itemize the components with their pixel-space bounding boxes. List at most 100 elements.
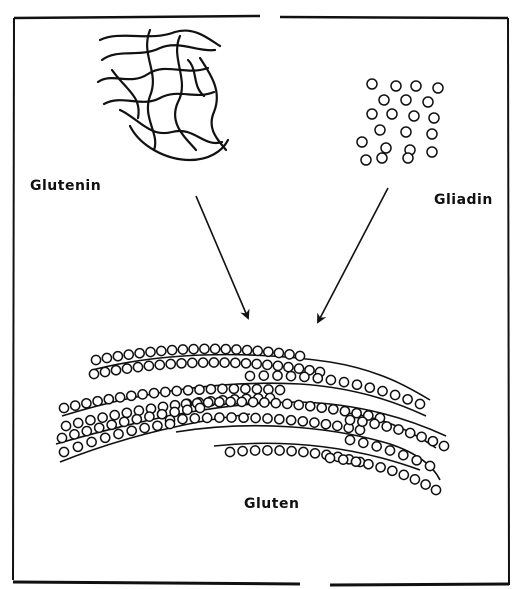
gluten-bead xyxy=(285,350,294,359)
gluten-bead xyxy=(391,390,400,399)
gluten-bead xyxy=(329,405,338,414)
gluten-bead xyxy=(239,413,248,422)
gluten-bead xyxy=(157,410,166,419)
gluten-bead xyxy=(178,345,187,354)
gluten-bead xyxy=(199,358,208,367)
gluten-bead xyxy=(251,413,260,422)
gluten-bead xyxy=(189,345,198,354)
gluten-bead xyxy=(274,348,283,357)
gluten-bead xyxy=(273,371,282,380)
gluten-bead xyxy=(71,401,80,410)
gluten-bead xyxy=(149,389,158,398)
glutenin-to-gluten-arrow xyxy=(196,196,248,318)
gluten-bead xyxy=(107,420,116,429)
gluten-bead xyxy=(241,384,250,393)
gluten-bead xyxy=(155,360,164,369)
gliadin-label: Gliadin xyxy=(434,192,493,208)
gluten-bead xyxy=(73,442,82,451)
gluten-bead xyxy=(410,475,419,484)
gluten-bead xyxy=(57,433,66,442)
gluten-bead xyxy=(388,466,397,475)
gluten-bead xyxy=(253,346,262,355)
gluten-bead xyxy=(406,428,415,437)
gluten-bead xyxy=(286,372,295,381)
gluten-bead xyxy=(287,447,296,456)
gluten-bead xyxy=(61,421,70,430)
gluten-bead xyxy=(221,345,230,354)
gluten-bead xyxy=(166,359,175,368)
gluten-bead xyxy=(87,437,96,446)
gluten-bead xyxy=(82,399,91,408)
gluten-bead xyxy=(135,349,144,358)
gluten-bead xyxy=(206,385,215,394)
gluten-bead xyxy=(275,415,284,424)
gluten-bead xyxy=(263,414,272,423)
glutenin-strands-illustration xyxy=(98,30,228,160)
gluten-bead xyxy=(382,422,391,431)
gluten-bead xyxy=(394,425,403,434)
gluten-bead xyxy=(190,414,199,423)
gluten-bead xyxy=(91,355,100,364)
gluten-bead xyxy=(365,383,374,392)
gluten-bead xyxy=(74,418,83,427)
gluten-bead xyxy=(59,403,68,412)
gluten-bead xyxy=(89,369,98,378)
gluten-bead xyxy=(370,419,379,428)
gluten-bead xyxy=(325,453,334,462)
gluten-bead xyxy=(237,397,246,406)
gluten-bead xyxy=(238,447,247,456)
gluten-bead xyxy=(439,441,448,450)
gluten-bead xyxy=(209,358,218,367)
gluten-bead xyxy=(310,449,319,458)
gluten-bead xyxy=(120,417,129,426)
gluten-bead xyxy=(101,433,110,442)
gluten-bead xyxy=(100,367,109,376)
gluten-bead xyxy=(241,359,250,368)
gluten-bead xyxy=(310,418,319,427)
gluten-bead xyxy=(364,460,373,469)
gluten-bead xyxy=(372,442,381,451)
gluten-bead xyxy=(284,363,293,372)
gluten-bead xyxy=(144,361,153,370)
gluten-bead xyxy=(138,390,147,399)
gluten-bead xyxy=(271,399,280,408)
gluten-bead xyxy=(359,438,368,447)
gluten-bead xyxy=(168,346,177,355)
gluten-bead xyxy=(220,358,229,367)
gluten-bead xyxy=(339,455,348,464)
gluten-bead xyxy=(229,384,238,393)
gluten-bead xyxy=(183,405,192,414)
gluten-bead xyxy=(385,446,394,455)
gluten-label: Gluten xyxy=(244,496,299,512)
gluten-bead xyxy=(299,447,308,456)
gluten-bead xyxy=(421,480,430,489)
gluten-bead xyxy=(102,353,111,362)
gluten-bead xyxy=(351,457,360,466)
gluten-bead xyxy=(428,437,437,446)
gluten-bead xyxy=(70,430,79,439)
gluten-bead-cluster xyxy=(57,344,448,494)
gluten-network-illustration xyxy=(56,344,449,494)
gluten-bead xyxy=(82,427,91,436)
gluten-bead xyxy=(412,456,421,465)
gliadin-to-gluten-arrow xyxy=(318,188,388,322)
gluten-bead xyxy=(188,358,197,367)
gluten-bead xyxy=(232,345,241,354)
gluten-bead xyxy=(339,378,348,387)
gluten-bead xyxy=(114,429,123,438)
gluten-bead xyxy=(326,375,335,384)
gluten-bead xyxy=(252,359,261,368)
gluten-bead xyxy=(294,364,303,373)
gluten-bead xyxy=(260,398,269,407)
gluten-bead xyxy=(263,360,272,369)
gluten-bead xyxy=(333,421,342,430)
gluten-bead xyxy=(263,446,272,455)
gluten-bead xyxy=(264,347,273,356)
gliadin-particles-illustration xyxy=(357,79,443,165)
gluten-bead xyxy=(245,371,254,380)
gluten-bead xyxy=(225,447,234,456)
gluten-bead xyxy=(287,416,296,425)
gluten-bead xyxy=(218,384,227,393)
gluten-bead xyxy=(340,407,349,416)
gluten-bead xyxy=(252,385,261,394)
